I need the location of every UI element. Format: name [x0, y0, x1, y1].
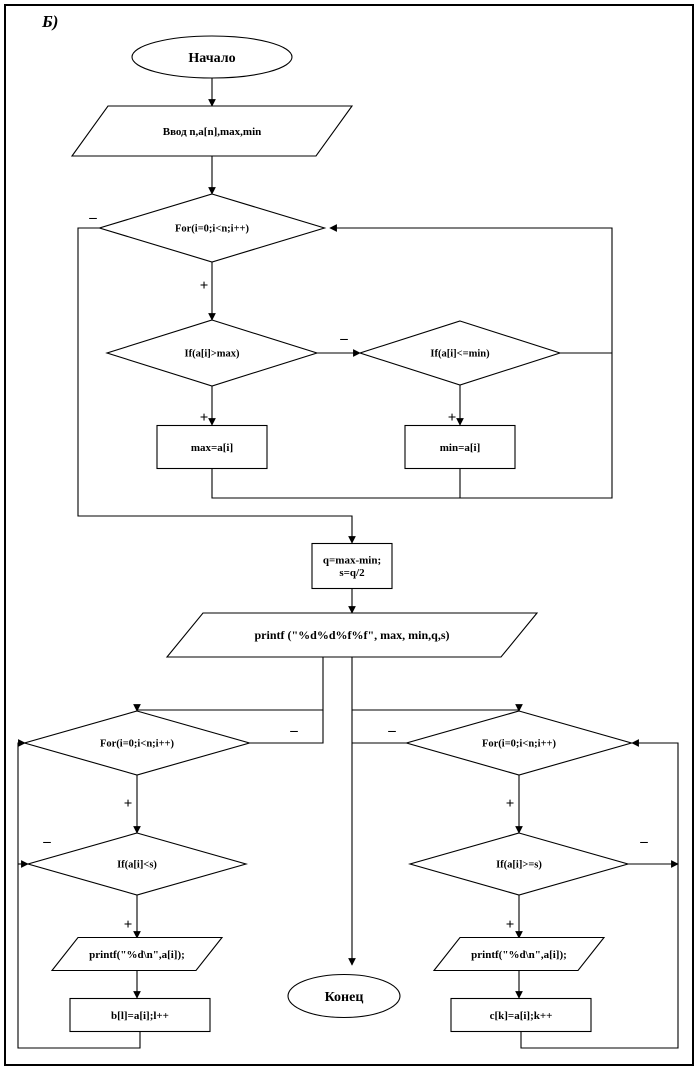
node-shape-for1 [97, 193, 327, 263]
node-shape-start [131, 35, 293, 79]
node-label-if_ge_s: If(a[i]>=s) [496, 860, 542, 871]
connector-for1-false-left [77, 227, 356, 544]
node-label-input: Ввод n,a[n],max,min [163, 126, 262, 138]
node-label-end: Конец [325, 990, 364, 1005]
connector-print-split-left [133, 657, 324, 712]
node-shape-print_left [50, 936, 224, 972]
node-label-if_max: If(a[i]>max) [185, 349, 240, 360]
node-shape-store_b [69, 997, 211, 1033]
node-if_min: If(a[i]<=min) [358, 320, 562, 386]
node-calc_qs: q=max-min;s=q/2 [311, 542, 393, 590]
node-label-for_left: For(i=0;i<n;i++) [100, 739, 175, 750]
node-shape-print_right [432, 936, 606, 972]
connector-storec-loopback [520, 739, 679, 1049]
connector-forleft-false [250, 710, 324, 744]
section-letter: Б) [42, 12, 59, 31]
node-shape-print_all [165, 612, 539, 658]
node-store_b: b[l]=a[i];l++ [69, 997, 211, 1033]
connector-layer [17, 78, 679, 1049]
node-shape-set_min [404, 424, 516, 470]
node-set_max: max=a[i] [156, 424, 268, 470]
node-if_ge_s: If(a[i]>=s) [407, 832, 631, 896]
node-start: Начало [131, 35, 293, 79]
connector-setmax-loopback [211, 224, 613, 499]
node-label-print_right: printf("%d\n",a[i]); [471, 949, 567, 961]
node-label-for1: For(i=0;i<n;i++) [175, 224, 250, 235]
node-label-print_left: printf("%d\n",a[i]); [89, 949, 185, 961]
node-shape-if_ge_s [407, 832, 631, 896]
node-shape-input [70, 105, 354, 157]
node-for1: For(i=0;i<n;i++) [97, 193, 327, 263]
sign-forright-plus: + [506, 796, 515, 812]
node-label-print_all: printf ("%d%d%f%f", max, min,q,s) [255, 628, 450, 642]
node-shape-for_right [404, 710, 634, 776]
node-if_lt_s: If(a[i]<s) [25, 832, 249, 896]
sign-for1-minus: – [88, 210, 97, 226]
node-label-start: Начало [188, 51, 235, 66]
node-shape-calc_qs [311, 542, 393, 590]
sign-ifges-plus: + [506, 917, 515, 933]
node-store_c: c[k]=a[i];k++ [450, 997, 592, 1033]
node-label-for_right: For(i=0;i<n;i++) [482, 739, 557, 750]
sign-iflts-plus: + [124, 917, 133, 933]
node-for_left: For(i=0;i<n;i++) [22, 710, 252, 776]
node-print_left: printf("%d\n",a[i]); [50, 936, 224, 972]
node-input: Ввод n,a[n],max,min [70, 105, 354, 157]
node-print_right: printf("%d\n",a[i]); [432, 936, 606, 972]
node-label-set_min: min=a[i] [440, 442, 481, 454]
node-shape-if_max [105, 319, 319, 387]
sign-ifmax-minus: – [339, 331, 348, 347]
node-shape-set_max [156, 424, 268, 470]
connector-storeb-loopback [17, 739, 141, 1049]
node-shape-for_left [22, 710, 252, 776]
sign-for1-plus: + [200, 278, 209, 294]
node-label-calc_qs: q=max-min;s=q/2 [323, 554, 381, 579]
node-shape-if_lt_s [25, 832, 249, 896]
sign-ifges-minus: – [639, 834, 648, 850]
node-shape-store_c [450, 997, 592, 1033]
sign-layer: – + + – + – – + + – + – + [42, 210, 648, 933]
sign-ifmax-plus: + [200, 410, 209, 426]
node-label-set_max: max=a[i] [191, 442, 233, 454]
node-for_right: For(i=0;i<n;i++) [404, 710, 634, 776]
node-label-if_min: If(a[i]<=min) [430, 349, 490, 360]
node-shape-end [287, 973, 401, 1019]
node-if_max: If(a[i]>max) [105, 319, 319, 387]
sign-forleft-minus: – [289, 723, 298, 739]
node-end: Конец [287, 973, 401, 1019]
node-label-store_b: b[l]=a[i];l++ [111, 1010, 169, 1022]
page-border [4, 4, 694, 1066]
sign-forright-minus: – [387, 723, 396, 739]
sign-ifmin-plus: + [448, 410, 457, 426]
node-label-if_lt_s: If(a[i]<s) [117, 860, 157, 871]
node-print_all: printf ("%d%d%f%f", max, min,q,s) [165, 612, 539, 658]
node-label-store_c: c[k]=a[i];k++ [490, 1010, 553, 1022]
connector-split-bar-right [352, 704, 523, 712]
node-set_min: min=a[i] [404, 424, 516, 470]
sign-iflts-minus: – [42, 834, 51, 850]
sign-forleft-plus: + [124, 796, 133, 812]
node-shape-if_min [358, 320, 562, 386]
